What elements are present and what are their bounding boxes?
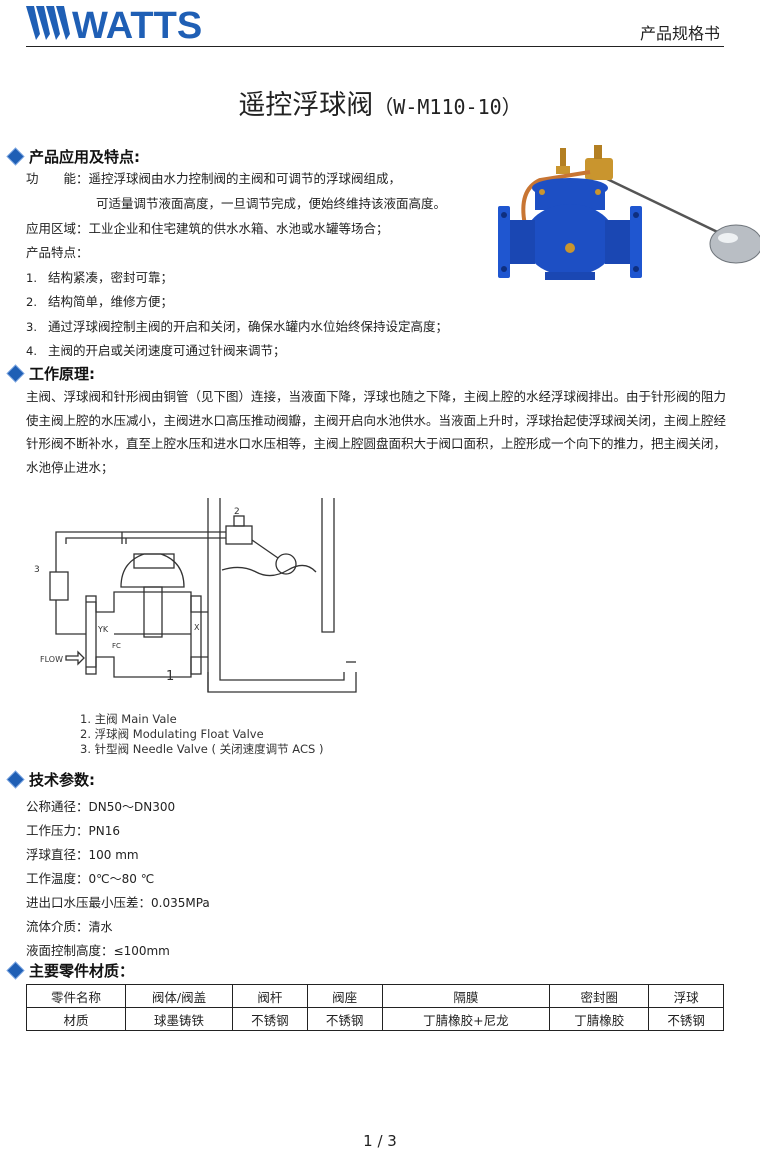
label-x: X <box>194 623 200 632</box>
spec-row: 进出口水压最小压差：0.035MPa <box>26 895 210 910</box>
section-heading-specs: 技术参数: <box>6 768 95 790</box>
spec-row: 流体介质：清水 <box>26 919 113 934</box>
table-row: 材质 球墨铸铁 不锈钢 不锈钢 丁腈橡胶+尼龙 丁腈橡胶 不锈钢 <box>26 1007 724 1031</box>
spec-row: 液面控制高度：≤100mm <box>26 943 170 958</box>
spec-row: 工作温度：0℃～80 ℃ <box>26 871 155 886</box>
diamond-bullet-icon <box>7 962 24 978</box>
label-2: 2 <box>234 507 240 517</box>
working-principle-diagram: 2 3 YK X FC 1 FLOW <box>26 492 366 706</box>
feature-item: 4.主阀的开启或关闭速度可通过针阀来调节； <box>26 343 286 358</box>
header-divider <box>26 46 724 47</box>
section-heading-materials: 主要零件材质： <box>6 959 134 981</box>
title-main: 遥控浮球阀 <box>238 90 374 121</box>
feature-item: 1.结构紧凑，密封可靠； <box>26 270 174 285</box>
spec-row: 浮球直径：100 mm <box>26 847 139 862</box>
spec-row: 公称通径：DN50～DN300 <box>26 799 176 814</box>
page-title: 遥控浮球阀（W-M110-10） <box>0 83 760 122</box>
spec-row: 工作压力：PN16 <box>26 823 120 838</box>
table-cell: 材质 <box>26 1007 126 1031</box>
function-line1: 功 能：遥控浮球阀由水力控制阀的主阀和可调节的浮球阀组成， <box>26 171 402 186</box>
diamond-bullet-icon <box>7 771 24 787</box>
diamond-bullet-icon <box>7 148 24 164</box>
table-cell: 丁腈橡胶+尼龙 <box>381 1007 551 1031</box>
doc-type-label: 产品规格书 <box>639 24 720 43</box>
section-heading-features: 产品应用及特点: <box>6 145 140 167</box>
table-cell: 不锈钢 <box>648 1007 724 1031</box>
function-line2: 可适量调节液面高度，一旦调节完成，便始终维持该液面高度。 <box>96 196 447 211</box>
materials-table: 零件名称 阀体/阀盖 阀杆 阀座 隔膜 密封圈 浮球 材质 球墨铸铁 不锈钢 不… <box>26 984 724 1031</box>
label-3: 3 <box>34 565 40 575</box>
features-label: 产品特点： <box>26 245 89 260</box>
table-cell: 阀座 <box>306 984 383 1008</box>
feature-item: 2.结构简单，维修方便； <box>26 294 174 309</box>
page-number: 1 / 3 <box>363 1132 397 1150</box>
table-cell: 零件名称 <box>26 984 126 1008</box>
label-fc: FC <box>112 642 121 650</box>
brand-text: WATTS <box>72 5 202 44</box>
feature-item: 3.通过浮球阀控制主阀的开启和关闭，确保水罐内水位始终保持设定高度； <box>26 319 449 334</box>
label-1: 1 <box>166 669 174 684</box>
table-cell: 不锈钢 <box>232 1007 308 1031</box>
diagram-caption: 2. 浮球阀 Modulating Float Valve <box>80 727 264 741</box>
flow-label: FLOW <box>40 655 63 664</box>
table-cell: 隔膜 <box>381 984 551 1008</box>
table-cell: 阀体/阀盖 <box>124 984 234 1008</box>
table-cell: 不锈钢 <box>306 1007 383 1031</box>
table-cell: 密封圈 <box>549 984 650 1008</box>
product-photo <box>490 140 760 294</box>
table-cell: 球墨铸铁 <box>124 1007 234 1031</box>
label-yk: YK <box>97 625 109 634</box>
section-heading-principle: 工作原理: <box>6 362 95 384</box>
title-model: （W-M110-10） <box>373 95 522 119</box>
application-area: 应用区域：工业企业和住宅建筑的供水水箱、水池或水罐等场合； <box>26 221 389 236</box>
table-header-row: 零件名称 阀体/阀盖 阀杆 阀座 隔膜 密封圈 浮球 <box>26 984 724 1008</box>
watts-logo: WATTS <box>26 4 251 48</box>
table-cell: 浮球 <box>648 984 724 1008</box>
table-cell: 丁腈橡胶 <box>549 1007 650 1031</box>
diamond-bullet-icon <box>7 365 24 381</box>
diagram-caption: 3. 针型阀 Needle Valve ( 关闭速度调节 ACS ) <box>80 742 324 756</box>
diagram-caption: 1. 主阀 Main Vale <box>80 712 177 726</box>
principle-paragraph: 主阀、浮球阀和针形阀由铜管（见下图）连接，当液面下降，浮球也随之下降，主阀上腔的… <box>26 389 727 475</box>
table-cell: 阀杆 <box>232 984 308 1008</box>
